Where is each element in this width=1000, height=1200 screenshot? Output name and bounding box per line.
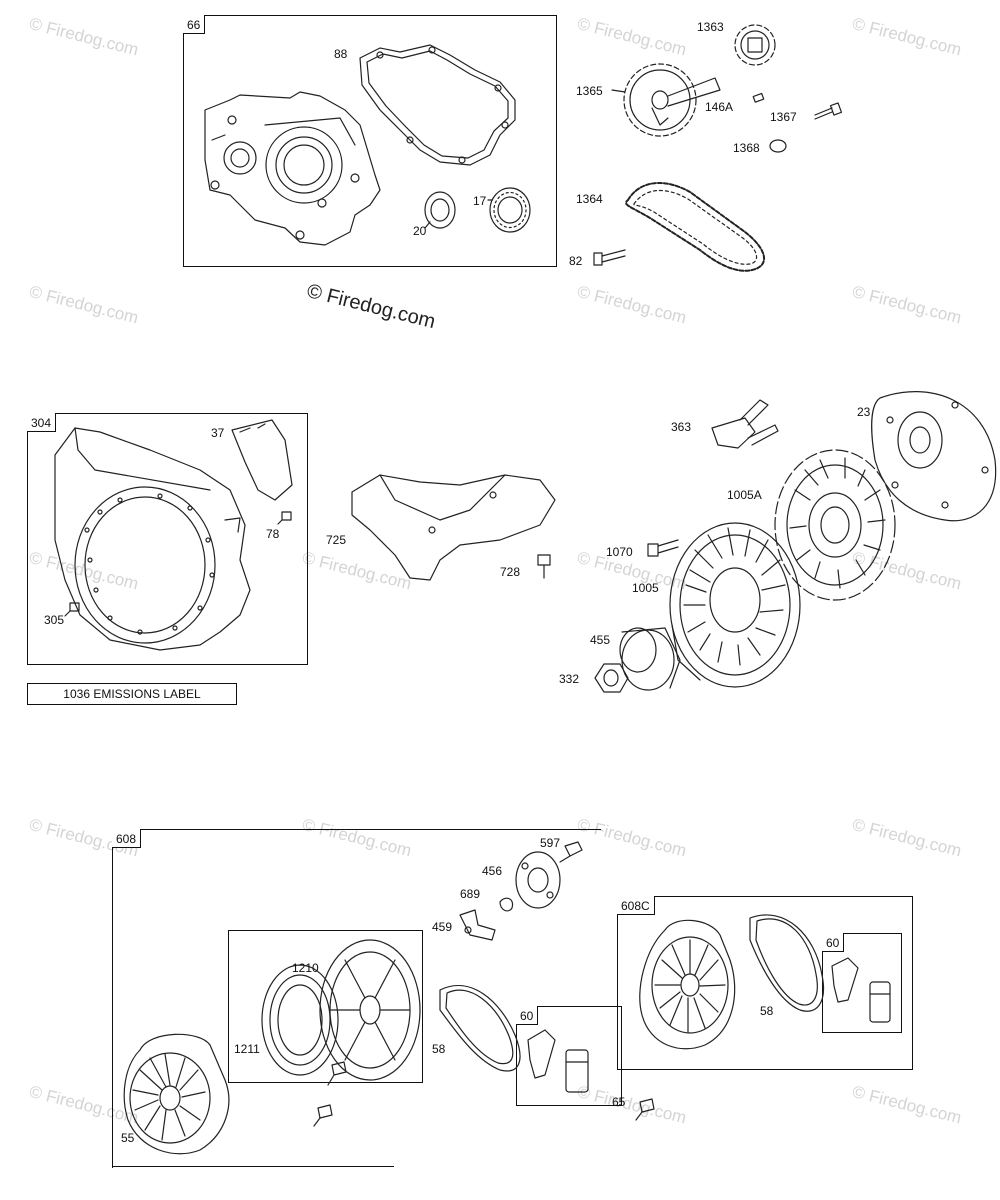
group-66-box: [183, 15, 557, 267]
gasket-drawing: [359, 44, 516, 166]
rope-guide-58c-drawing: [749, 914, 824, 1012]
part-label-332: 332: [559, 672, 580, 686]
part-label-305: 305: [44, 613, 65, 627]
flywheel-back-plate-drawing: [871, 391, 997, 522]
group-304-box: [27, 413, 308, 665]
screw-65-drawing: [635, 1098, 655, 1121]
bearing-drawing: [489, 187, 531, 233]
part-label-1070: 1070: [606, 545, 633, 559]
group-60c-tag: 60: [822, 933, 845, 952]
key-drawing: [752, 92, 765, 103]
flywheel-nut-drawing: [594, 663, 629, 693]
ignition-bracket-drawing: [711, 399, 779, 449]
small-sprocket-drawing: [734, 24, 776, 66]
part-label-1210: 1210: [292, 961, 319, 975]
group-608c-tag: 608C: [617, 896, 655, 915]
part-label-1367: 1367: [770, 110, 797, 124]
oil-seal-drawing: [424, 191, 456, 229]
part-label-725: 725: [326, 533, 347, 547]
group-608-bottom: [112, 1166, 394, 1167]
part-label-78: 78: [266, 527, 280, 541]
starter-housing-55-drawing: [123, 1033, 230, 1155]
part-label-55: 55: [121, 1131, 135, 1145]
part-label-1363: 1363: [697, 20, 724, 34]
part-label-459: 459: [432, 920, 453, 934]
group-60-box: [516, 1006, 622, 1106]
part-label-597: 597: [540, 836, 561, 850]
part-label-58: 58: [432, 1042, 446, 1056]
part-label-23: 23: [857, 405, 871, 419]
group-608-tag: 608: [112, 829, 142, 848]
group-608-box: [112, 829, 601, 1168]
screw-728-drawing: [537, 554, 551, 579]
part-label-728: 728: [500, 565, 521, 579]
crankcase-cover-drawing: [204, 91, 381, 246]
starter-handle-60-drawing: [527, 1029, 589, 1093]
cylinder-shroud-drawing: [351, 474, 556, 581]
starter-housing-608c-drawing: [639, 919, 736, 1050]
part-label-456: 456: [482, 864, 503, 878]
part-label-455: 455: [590, 633, 611, 647]
spring-689-drawing: [499, 897, 514, 912]
group-304-tag: 304: [27, 413, 57, 432]
bolt-82-drawing: [593, 249, 626, 266]
screw-305-drawing: [64, 602, 80, 617]
timing-chain-drawing: [625, 181, 765, 272]
screw-78-drawing: [277, 511, 292, 525]
part-label-146a: 146A: [705, 100, 734, 114]
cam-sprocket-drawing: [623, 63, 721, 137]
screws-group-drawing: [313, 1061, 347, 1127]
rope-guide-58-drawing: [439, 985, 521, 1072]
pulley-1210-drawing: [319, 939, 421, 1081]
flywheel-1005-drawing: [669, 522, 801, 688]
part-label-58c: 58: [760, 1004, 774, 1018]
pawl-459-drawing: [459, 909, 496, 941]
part-label-20: 20: [413, 224, 427, 238]
part-label-37: 37: [211, 426, 225, 440]
recoil-pulley-subbox: [228, 930, 423, 1083]
rotating-screen-drawing: [231, 419, 293, 501]
group-60c-box: [822, 933, 902, 1033]
part-label-1005a: 1005A: [727, 488, 762, 502]
part-label-1368: 1368: [733, 141, 760, 155]
part-label-1005: 1005: [632, 581, 659, 595]
part-label-363: 363: [671, 420, 692, 434]
washer-drawing: [769, 139, 787, 153]
part-label-689: 689: [460, 887, 481, 901]
part-label-65: 65: [612, 1095, 626, 1109]
fan-1005a-drawing: [774, 449, 896, 601]
part-label-1211: 1211: [234, 1042, 260, 1056]
part-label-88: 88: [334, 47, 348, 61]
bolt-1367-drawing: [814, 102, 843, 120]
group-60-tag: 60: [516, 1006, 539, 1025]
starter-cup-drawing: [619, 627, 681, 691]
retainer-456-drawing: [515, 851, 561, 909]
group-66-tag: 66: [183, 15, 206, 34]
part-label-17: 17: [473, 194, 487, 208]
starter-handle-60c-drawing: [831, 957, 891, 1023]
part-label-82: 82: [569, 254, 583, 268]
recoil-spring-1211-drawing: [261, 964, 339, 1076]
group-608c-box: [617, 896, 913, 1070]
blower-housing-drawing: [54, 427, 251, 651]
part-label-1365: 1365: [576, 84, 603, 98]
bolt-1070-drawing: [647, 539, 679, 557]
emissions-label-box: 1036 EMISSIONS LABEL: [27, 683, 237, 705]
screw-597-drawing: [559, 841, 583, 863]
part-label-1364: 1364: [576, 192, 603, 206]
